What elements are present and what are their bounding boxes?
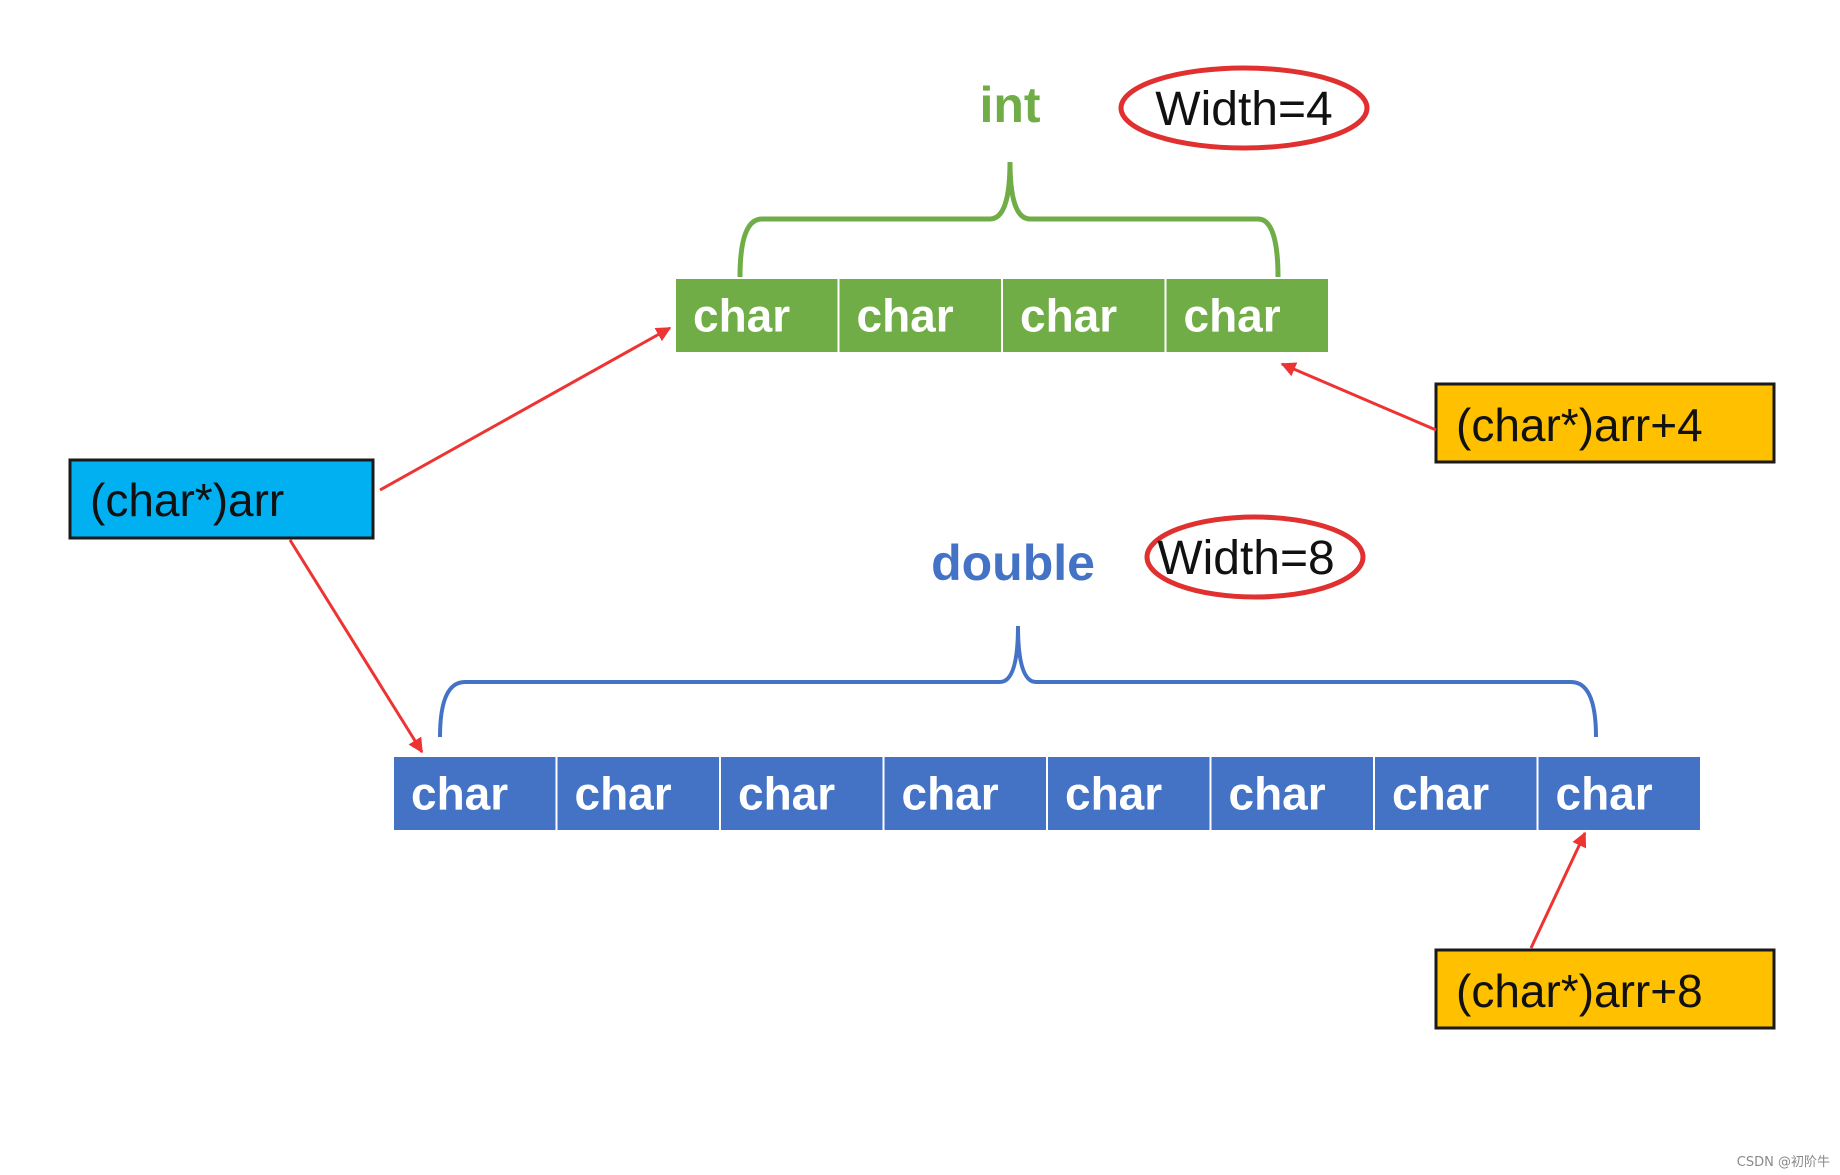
- offset-box-4: [1434, 382, 1776, 464]
- int-width-label: Width=4: [1155, 83, 1332, 136]
- int-width-ellipse: [1118, 65, 1370, 151]
- double-cell-label: char: [1556, 768, 1653, 820]
- pointer-box-label: (char*)arr: [90, 474, 284, 526]
- arrow-arr-to-int: [379, 326, 672, 492]
- arrow-arr8-to-double-end: [1529, 831, 1587, 949]
- double-width-ellipse: [1144, 514, 1366, 600]
- arrow-arr4-to-int-end: [1280, 362, 1437, 432]
- pointer-box: [68, 458, 375, 540]
- arrow-arr-to-double: [288, 539, 424, 754]
- int-cell-row: char char char char: [674, 277, 1330, 354]
- int-cell: [837, 277, 1003, 354]
- int-cell-label: char: [693, 290, 790, 342]
- int-type-label: int: [979, 77, 1040, 133]
- int-brace: [737, 161, 1281, 278]
- offset-box-8: [1434, 948, 1776, 1030]
- int-cell-label: char: [857, 290, 954, 342]
- double-cell-label: char: [902, 768, 999, 820]
- double-cell: [555, 755, 721, 832]
- double-cell-label: char: [1392, 768, 1489, 820]
- double-cell: [392, 755, 558, 832]
- int-cell-label: char: [1020, 290, 1117, 342]
- double-cell-label: char: [1229, 768, 1326, 820]
- offset-box-4-label: (char*)arr+4: [1456, 399, 1703, 451]
- double-cell-label: char: [738, 768, 835, 820]
- double-cell-label: char: [575, 768, 672, 820]
- double-cell: [1536, 755, 1702, 832]
- double-cell: [1209, 755, 1375, 832]
- double-type-label: double: [931, 535, 1095, 591]
- watermark: CSDN @初阶牛: [1737, 1155, 1830, 1170]
- double-cell-row: char char char char char char char char: [392, 755, 1702, 832]
- int-cell: [1164, 277, 1330, 354]
- offset-box-8-label: (char*)arr+8: [1456, 965, 1703, 1017]
- double-cell: [719, 755, 885, 832]
- double-brace: [438, 625, 1598, 738]
- int-cell-label: char: [1184, 290, 1281, 342]
- int-cell: [674, 277, 840, 354]
- double-width-label: Width=8: [1157, 532, 1334, 585]
- double-cell-label: char: [411, 768, 508, 820]
- double-cell-label: char: [1065, 768, 1162, 820]
